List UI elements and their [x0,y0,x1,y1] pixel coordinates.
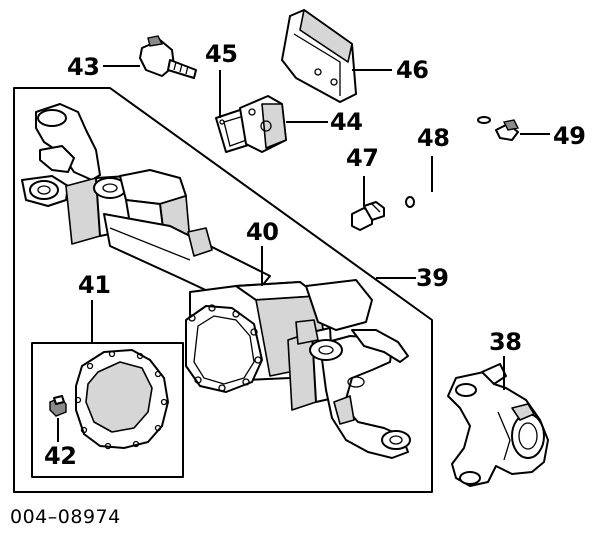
callout-48: 48 [417,124,450,152]
callout-45: 45 [205,40,238,68]
callout-41: 41 [78,271,111,299]
vent-fitting [139,35,197,79]
steering-knuckle [447,363,549,487]
callout-38: 38 [489,328,522,356]
callout-49: 49 [553,122,586,150]
callout-42: 42 [44,442,77,470]
fill-plug [49,395,67,417]
callout-39: 39 [416,264,449,292]
differential-cover [74,349,169,450]
hose-clamp [495,119,520,141]
callout-43: 43 [67,53,100,81]
vent-hose [405,116,491,208]
assembly-outline-box [13,87,433,493]
figure-id: 004–08974 [10,506,121,528]
callout-46: 46 [396,56,429,84]
bracket [281,9,357,103]
callout-40: 40 [246,218,279,246]
inset-box-cover [31,342,184,478]
hose-connector [351,201,385,231]
axle-housing-assembly [21,103,411,459]
callout-47: 47 [346,144,379,172]
insulator-mount [239,95,287,153]
callout-44: 44 [330,108,363,136]
